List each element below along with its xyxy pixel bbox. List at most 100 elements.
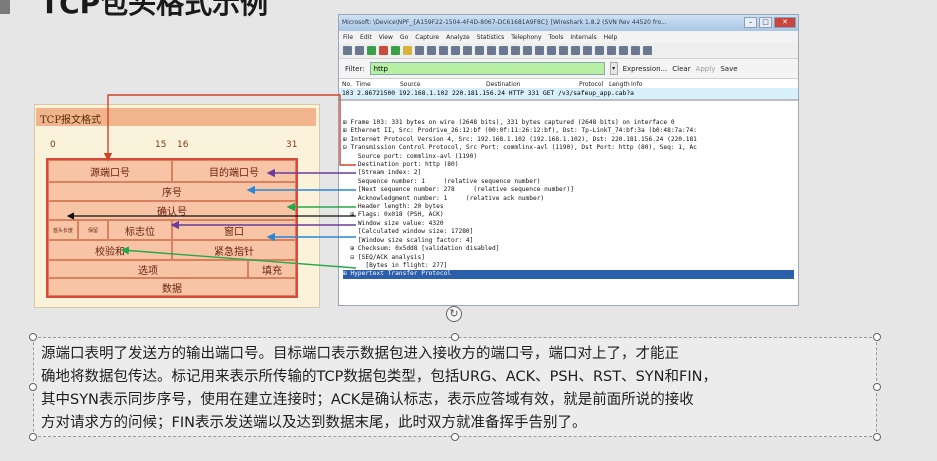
menu-bar: File Edit View Go Capture Analyze Statis… <box>339 31 798 43</box>
field-ack-number: 确认号 <box>48 201 296 220</box>
detail-header-length[interactable]: Header length: 20 bytes <box>343 203 444 211</box>
detail-checksum[interactable]: ⊞ Checksum: 0x5dd8 [validation disabled] <box>343 245 500 253</box>
maximize-button[interactable]: □ <box>759 17 772 28</box>
resize-handle-left[interactable] <box>29 383 37 391</box>
menu-internals[interactable]: Internals <box>570 34 597 41</box>
menu-telephony[interactable]: Telephony <box>511 34 542 41</box>
filter-input[interactable] <box>369 62 605 75</box>
field-flags: 标志位 <box>108 220 172 240</box>
zoom-out-icon[interactable] <box>571 46 580 55</box>
col-protocol[interactable]: Protocol <box>579 81 604 88</box>
col-source[interactable]: Source <box>400 81 421 88</box>
detail-http[interactable]: ⊞ Hypertext Transfer Protocol <box>343 270 794 279</box>
colorize-icon[interactable] <box>535 46 544 55</box>
autoscroll-icon[interactable] <box>547 46 556 55</box>
menu-capture[interactable]: Capture <box>415 34 440 41</box>
zoom-normal-icon[interactable] <box>583 46 592 55</box>
explanation-text: 源端口表明了发送方的输出端口号。目标端口表示数据包进入接收方的端口号，端口对上了… <box>41 343 871 435</box>
resize-handle-bottom-left[interactable] <box>29 433 37 441</box>
detail-flags[interactable]: ⊞ Flags: 0x018 (PSH, ACK) <box>343 211 444 219</box>
options-icon[interactable] <box>355 46 364 55</box>
coloring-rules-icon[interactable] <box>631 46 640 55</box>
window-title: Microsoft: \Device\NPF_{A159F22-1504-4F4… <box>342 19 667 26</box>
bit-label-16: 16 <box>177 140 189 150</box>
stop-capture-icon[interactable] <box>379 46 388 55</box>
detail-seq-ack-analysis[interactable]: ⊟ [SEQ/ACK analysis] <box>343 253 425 261</box>
filter-dropdown-icon[interactable]: ▾ <box>609 62 618 75</box>
col-no[interactable]: No. <box>342 81 352 88</box>
open-file-icon[interactable] <box>403 46 412 55</box>
expression-button[interactable]: Expression... <box>622 64 668 73</box>
menu-edit[interactable]: Edit <box>360 34 372 41</box>
start-capture-icon[interactable] <box>367 46 376 55</box>
field-sequence-number: 序号 <box>48 182 296 201</box>
apply-button[interactable]: Apply <box>695 64 716 73</box>
detail-next-sequence[interactable]: [Next sequence number: 278 (relative seq… <box>343 186 574 194</box>
restart-capture-icon[interactable] <box>391 46 400 55</box>
title-accent-bar <box>0 0 10 14</box>
clear-button[interactable]: Clear <box>672 64 691 73</box>
detail-frame[interactable]: ⊞ Frame 103: 331 bytes on wire (2648 bit… <box>343 119 675 126</box>
go-back-icon[interactable] <box>475 46 484 55</box>
menu-file[interactable]: File <box>343 34 354 41</box>
interfaces-icon[interactable] <box>343 46 352 55</box>
detail-bytes-in-flight[interactable]: [Bytes in flight: 277] <box>343 261 448 269</box>
menu-go[interactable]: Go <box>399 34 409 41</box>
last-packet-icon[interactable] <box>523 46 532 55</box>
minimize-button[interactable]: – <box>744 17 757 28</box>
field-data: 数据 <box>48 278 296 296</box>
explanation-line: 方对请求方的问候；FIN表示发送端以及达到数据末尾，此时双方就准备挥手告别了。 <box>41 415 587 431</box>
bit-label-31: 31 <box>286 140 298 150</box>
display-filters-icon[interactable] <box>619 46 628 55</box>
print-icon[interactable] <box>451 46 460 55</box>
detail-stream-index[interactable]: [Stream index: 2] <box>343 169 422 177</box>
menu-analyze[interactable]: Analyze <box>446 34 470 41</box>
go-to-packet-icon[interactable] <box>499 46 508 55</box>
reload-icon[interactable] <box>439 46 448 55</box>
menu-help[interactable]: Help <box>603 34 618 41</box>
save-file-icon[interactable] <box>415 46 424 55</box>
preferences-icon[interactable] <box>643 46 652 55</box>
menu-tools[interactable]: Tools <box>548 34 564 41</box>
packet-row[interactable]: 103 2.86721500 192.168.1.102 220.181.156… <box>339 88 798 99</box>
detail-ack-number[interactable]: Acknowledgment number: 1 (relative ack n… <box>343 194 545 202</box>
menu-view[interactable]: View <box>378 34 393 41</box>
field-source-port: 源端口号 <box>48 160 172 182</box>
close-file-icon[interactable] <box>427 46 436 55</box>
detail-tcp[interactable]: ⊟ Transmission Control Protocol, Src Por… <box>343 144 697 152</box>
col-time[interactable]: Time <box>356 81 371 88</box>
zoom-in-icon[interactable] <box>559 46 568 55</box>
first-packet-icon[interactable] <box>511 46 520 55</box>
resize-columns-icon[interactable] <box>595 46 604 55</box>
field-urgent-pointer: 紧急指针 <box>172 240 296 260</box>
menu-statistics[interactable]: Statistics <box>476 34 505 41</box>
close-button[interactable]: ✕ <box>774 17 796 28</box>
tcp-field-grid: 源端口号 目的端口号 序号 确认号 首头长度 保留 标志位 窗口 校验和 紧急指… <box>46 158 298 298</box>
capture-filters-icon[interactable] <box>607 46 616 55</box>
detail-calc-window[interactable]: [Calculated window size: 17280] <box>343 228 474 236</box>
resize-handle-top[interactable] <box>451 333 459 341</box>
field-padding: 填充 <box>248 260 296 278</box>
resize-handle-bottom-right[interactable] <box>873 433 881 441</box>
detail-destination-port[interactable]: Destination port: http (80) <box>343 161 459 169</box>
explanation-textbox[interactable]: 源端口表明了发送方的输出端口号。目标端口表示数据包进入接收方的端口号，端口对上了… <box>33 337 877 437</box>
resize-handle-top-right[interactable] <box>873 333 881 341</box>
go-forward-icon[interactable] <box>487 46 496 55</box>
detail-window-size[interactable]: Window size value: 4320 <box>343 219 444 227</box>
resize-handle-bottom[interactable] <box>451 433 459 441</box>
find-icon[interactable] <box>463 46 472 55</box>
field-header-length: 首头长度 <box>48 220 78 240</box>
col-info[interactable]: Info <box>631 81 643 88</box>
resize-handle-right[interactable] <box>873 383 881 391</box>
detail-window-scaling[interactable]: [Window size scaling factor: 4] <box>343 236 474 244</box>
col-length[interactable]: Length <box>609 81 630 88</box>
col-destination[interactable]: Destination <box>486 81 521 88</box>
detail-ipv4[interactable]: ⊞ Internet Protocol Version 4, Src: 192.… <box>343 135 697 143</box>
detail-sequence-number[interactable]: Sequence number: 1 (relative sequence nu… <box>343 177 541 185</box>
detail-source-port[interactable]: Source port: commlinx-avl (1190) <box>343 152 478 160</box>
filter-label: Filter: <box>345 64 365 73</box>
save-button[interactable]: Save <box>720 64 738 73</box>
detail-ethernet[interactable]: ⊞ Ethernet II, Src: Prodrive_26:12:bf (0… <box>343 127 697 135</box>
rotate-handle-icon[interactable]: ↻ <box>446 306 462 322</box>
resize-handle-top-left[interactable] <box>29 333 37 341</box>
